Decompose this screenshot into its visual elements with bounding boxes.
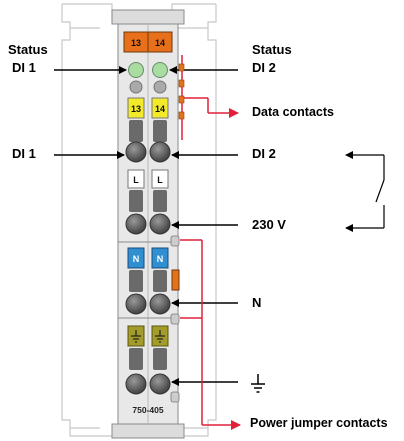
part-number-label: 750-405 xyxy=(132,405,163,415)
clamp-n-left xyxy=(125,293,147,315)
white-marker-left xyxy=(127,169,145,189)
status-led-di2 xyxy=(152,62,168,78)
terminal-module xyxy=(111,9,185,439)
blue-marker-right-label: N xyxy=(157,254,164,264)
data-contacts-label: Data contacts xyxy=(252,105,334,119)
yellow-marker-left xyxy=(127,97,145,119)
yellow-marker-left-label: 13 xyxy=(131,104,141,114)
orange-jumper-contact xyxy=(171,269,180,291)
clamp-l-left xyxy=(125,213,147,235)
power-jumper-contacts-label: Power jumper contacts xyxy=(250,416,388,430)
clamp-di1 xyxy=(125,141,147,163)
white-marker-left-label: L xyxy=(133,175,139,185)
ground-symbol-marker-right xyxy=(155,330,165,343)
jumper-clips xyxy=(170,235,180,403)
indicator-dot-right xyxy=(153,80,167,94)
ground-symbol-marker-left xyxy=(131,330,141,343)
release-slots-n xyxy=(129,270,167,292)
di1-status-label: DI 1 xyxy=(12,60,36,75)
data-contact-pins xyxy=(178,63,185,120)
clamp-ground-right xyxy=(149,373,171,395)
clamp-n-right xyxy=(149,293,171,315)
neutral-label: N xyxy=(252,295,262,310)
top-marker-left-label: 13 xyxy=(131,38,141,48)
white-marker-right-label: L xyxy=(157,175,163,185)
blue-marker-left xyxy=(127,247,145,269)
top-marker xyxy=(123,31,173,53)
voltage-label: 230 V xyxy=(252,217,286,232)
release-slots-ground xyxy=(129,348,167,370)
data-contacts-bracket xyxy=(181,55,239,140)
clamp-l-right xyxy=(149,213,171,235)
yellow-marker-right-label: 14 xyxy=(155,104,165,114)
clamp-ground-left xyxy=(125,373,147,395)
di1-input-label: DI 1 xyxy=(12,146,36,161)
power-jumper-bracket xyxy=(180,239,241,430)
status-led-di1 xyxy=(128,62,144,78)
status-label-left: Status xyxy=(8,42,48,57)
indicator-dot-left xyxy=(129,80,143,94)
release-slots-l xyxy=(129,190,167,212)
top-marker-right-label: 14 xyxy=(155,38,165,48)
release-slots-upper xyxy=(129,120,167,142)
external-switch-wiring xyxy=(345,151,385,232)
di2-status-label: DI 2 xyxy=(252,60,276,75)
yellow-marker-right xyxy=(151,97,169,119)
clamp-di2 xyxy=(149,141,171,163)
blue-marker-right xyxy=(151,247,169,269)
blue-marker-left-label: N xyxy=(133,254,140,264)
white-marker-right xyxy=(151,169,169,189)
status-label-right: Status xyxy=(252,42,292,57)
din-rail-frame xyxy=(61,3,217,437)
di2-input-label: DI 2 xyxy=(252,146,276,161)
earth-ground-icon xyxy=(251,374,265,393)
